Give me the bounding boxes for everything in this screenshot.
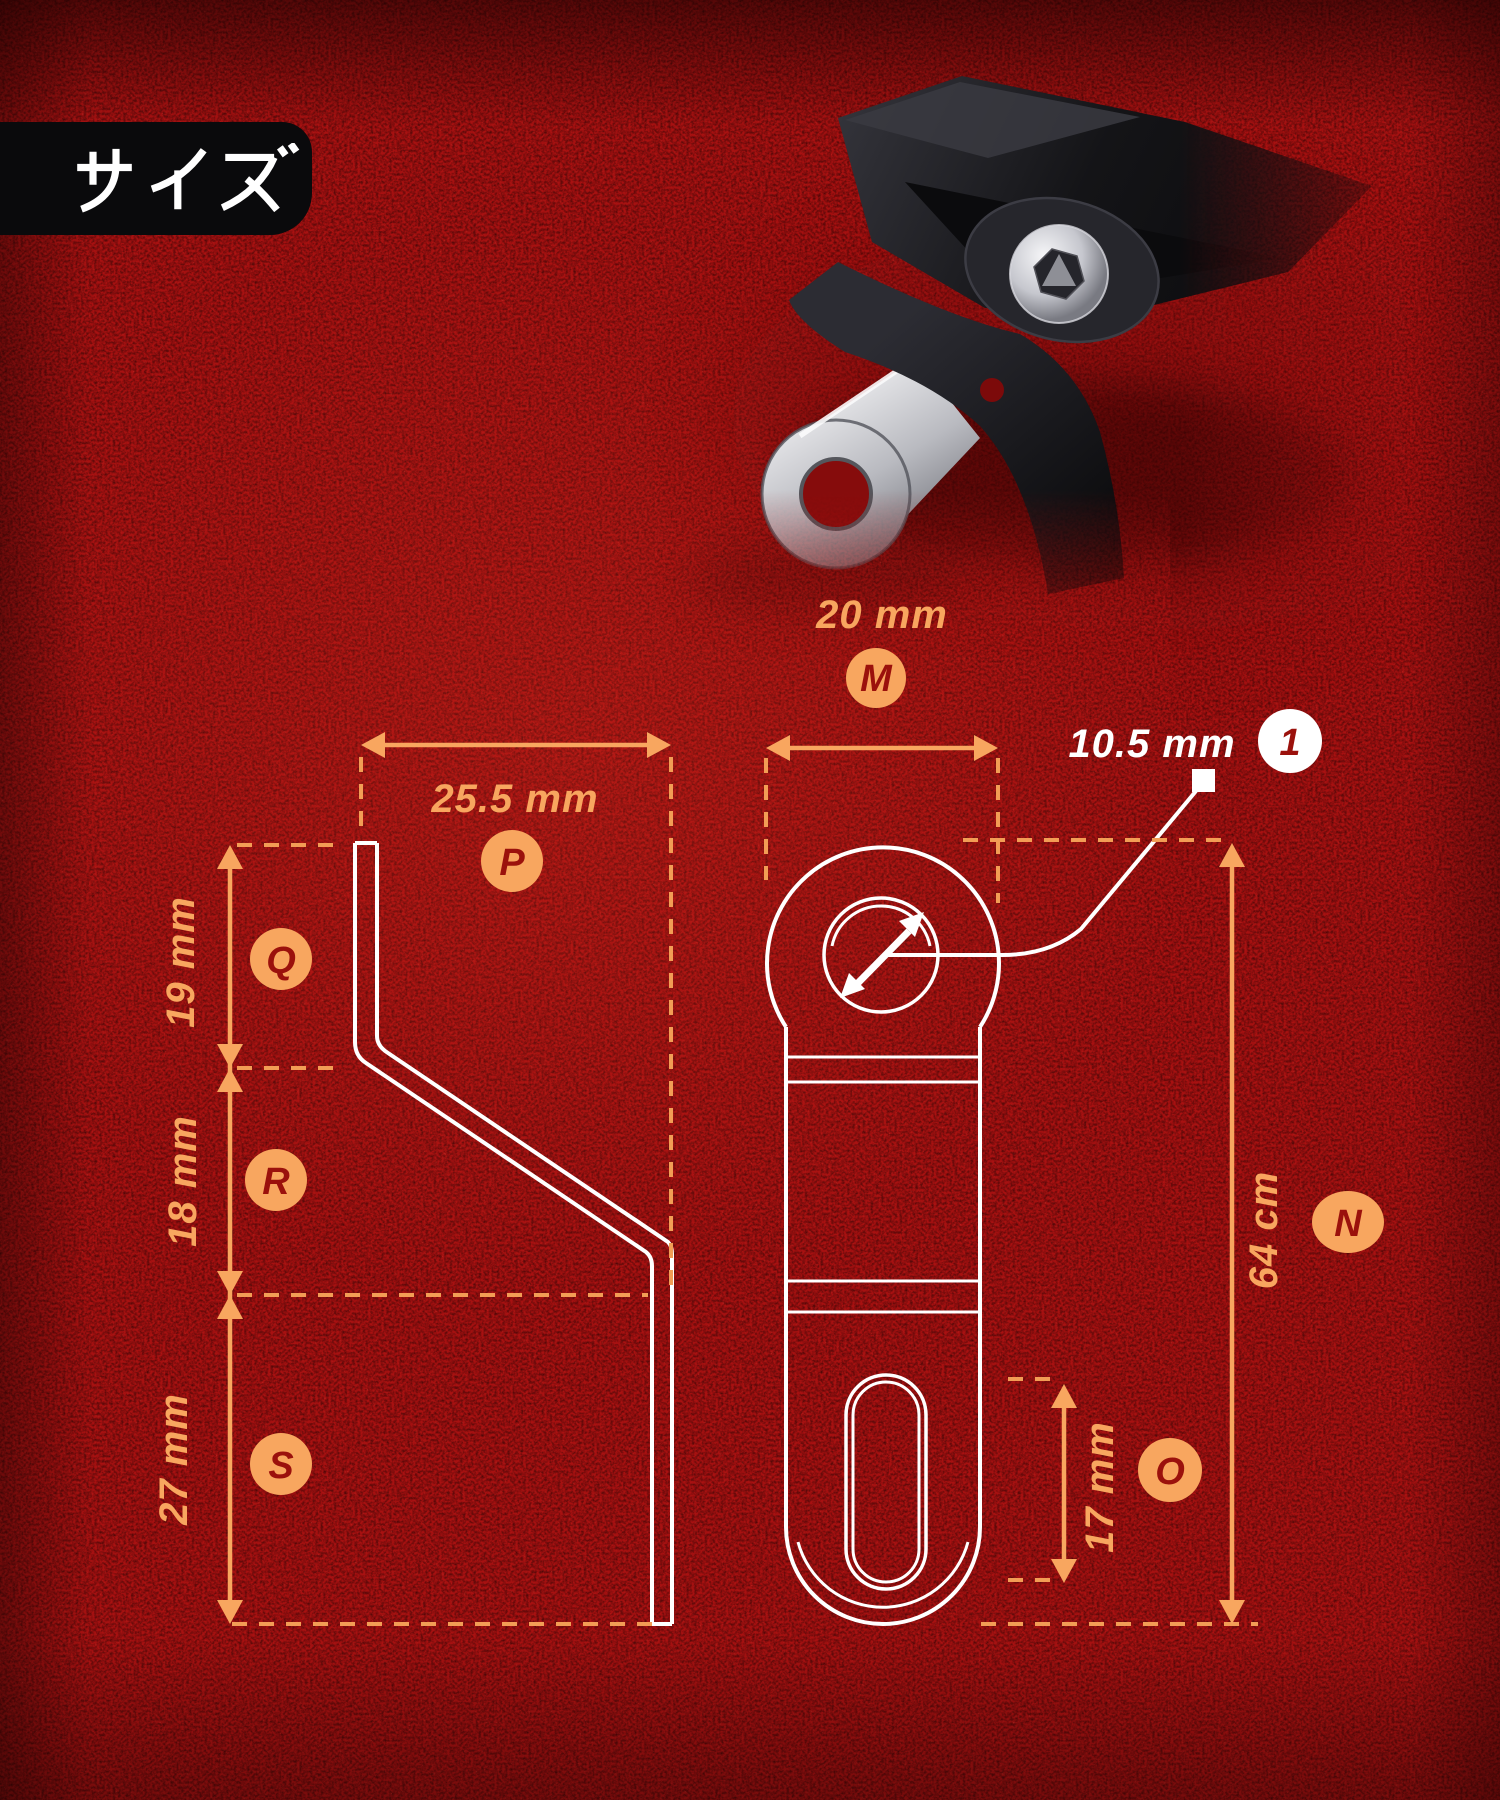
- front-body: [784, 1027, 982, 1626]
- leader-line: [884, 789, 1198, 957]
- dashed-reference-lines: [232, 757, 1258, 1626]
- callout-s-letter: S: [268, 1445, 293, 1487]
- side-profile-outer: [353, 843, 654, 1624]
- callout-badges: M 1 N O P Q R S: [245, 648, 1384, 1502]
- product-steel-tab: [760, 355, 980, 570]
- product-lower-arm: [789, 262, 1124, 594]
- callout-o-letter: O: [1155, 1451, 1185, 1493]
- width-value: 20 mm: [815, 593, 948, 637]
- hole-diameter-annotation: [840, 769, 1215, 998]
- callout-p-letter: P: [499, 842, 525, 884]
- callout-1-badge: [1258, 709, 1322, 773]
- tab-drop-shadow: [691, 548, 961, 628]
- callout-q-badge: [250, 928, 312, 990]
- callout-m-letter: M: [860, 658, 893, 700]
- hole-value: 10.5 mm: [1068, 722, 1235, 766]
- depth-value: 25.5 mm: [430, 777, 598, 821]
- wing-gloss-facet: [845, 82, 1140, 158]
- callout-q-letter: Q: [266, 940, 296, 982]
- front-head-circle: [765, 845, 1001, 1029]
- upper-value: 19 mm: [159, 896, 203, 1028]
- title-badge: サイズ: [0, 122, 312, 235]
- callout-m-badge: [846, 648, 906, 708]
- callout-p-badge: [481, 830, 543, 892]
- callout-s-badge: [250, 1433, 312, 1495]
- front-hole-inner-edge: [830, 904, 932, 947]
- height-value: 64 cm: [1242, 1171, 1286, 1289]
- callout-1-number: 1: [1279, 722, 1300, 764]
- leader-marker: [1192, 769, 1215, 792]
- title-badge-glyphs: [77, 143, 300, 213]
- side-view-outline: [353, 841, 674, 1626]
- callout-n-letter: N: [1334, 1203, 1363, 1245]
- arm-hole: [980, 378, 1004, 402]
- slot-value: 17 mm: [1078, 1421, 1122, 1553]
- callout-o-badge: [1138, 1438, 1202, 1502]
- front-bottom-inner-edge: [796, 1541, 970, 1609]
- front-view-outline: [765, 845, 1001, 1626]
- side-profile-inner: [375, 843, 674, 1624]
- callout-n-badge: [1312, 1191, 1384, 1253]
- front-slot-inner: [851, 1380, 921, 1584]
- product-hex-bolt: [1009, 224, 1109, 324]
- callout-r-badge: [245, 1149, 307, 1211]
- lower-value: 27 mm: [152, 1393, 196, 1526]
- dimension-arrows: [217, 732, 1245, 1624]
- middle-value: 18 mm: [161, 1115, 205, 1247]
- front-slot-outer: [844, 1373, 928, 1591]
- callout-r-letter: R: [262, 1161, 290, 1203]
